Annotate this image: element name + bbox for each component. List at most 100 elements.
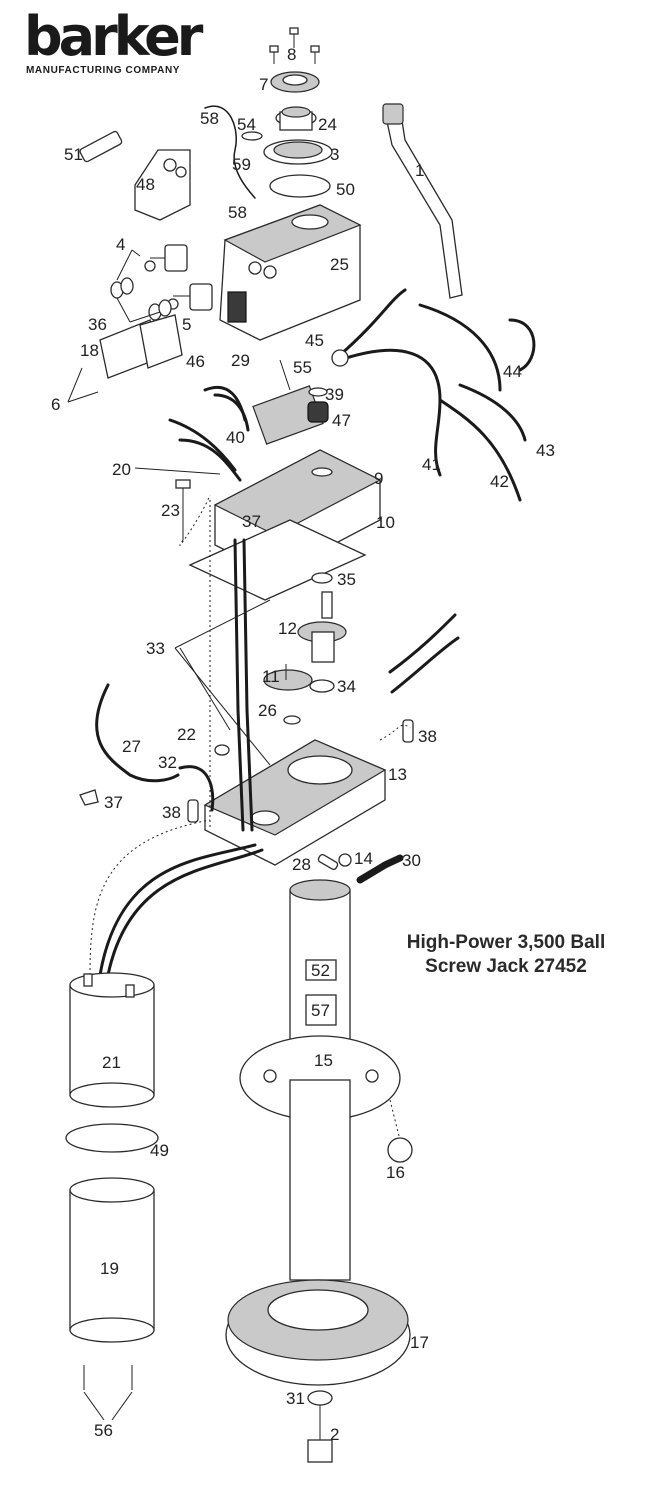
label-part-7: 7 bbox=[259, 75, 268, 94]
pin-28 bbox=[317, 853, 339, 871]
label-part-33: 33 bbox=[146, 639, 165, 658]
diagram-title-line2: Screw Jack 27452 bbox=[425, 956, 587, 977]
label-part-1: 1 bbox=[415, 161, 424, 180]
foot-plate-17 bbox=[225, 1279, 411, 1386]
label-part-40: 40 bbox=[226, 428, 245, 447]
motor-housing-25 bbox=[219, 204, 362, 341]
label-part-52: 52 bbox=[311, 961, 330, 980]
wire-42 bbox=[438, 398, 522, 502]
label-part-25: 25 bbox=[330, 255, 349, 274]
label-part-19: 19 bbox=[100, 1259, 119, 1278]
gasket-46 bbox=[139, 314, 183, 369]
bracket-48 bbox=[134, 149, 191, 221]
bolt-23 bbox=[175, 479, 191, 540]
o-ring-49 bbox=[65, 1123, 159, 1153]
label-part-11: 11 bbox=[262, 667, 280, 686]
label-part-41: 41 bbox=[422, 455, 441, 474]
label-part-48: 48 bbox=[136, 175, 155, 194]
guide-dotted-f bbox=[389, 1099, 401, 1141]
motor-lead-b bbox=[106, 848, 264, 977]
label-part-38a: 38 bbox=[418, 727, 437, 746]
terminal-55 bbox=[331, 349, 349, 367]
label-part-14: 14 bbox=[354, 849, 373, 868]
label-part-27: 27 bbox=[122, 737, 141, 756]
o-ring-50 bbox=[269, 174, 331, 198]
washer-39 bbox=[308, 387, 328, 397]
label-part-55: 55 bbox=[293, 358, 312, 377]
allen-wrench-30 bbox=[356, 854, 404, 884]
label-part-45: 45 bbox=[305, 331, 324, 350]
label-part-43: 43 bbox=[536, 441, 555, 460]
lock-washer-16 bbox=[387, 1137, 413, 1163]
crank-handle-1 bbox=[384, 107, 463, 299]
wire-20b bbox=[178, 438, 242, 482]
diagram-title: High-Power 3,500 Ball Screw Jack 27452 bbox=[396, 931, 616, 979]
knob-47 bbox=[307, 401, 329, 423]
label-part-10: 10 bbox=[376, 513, 395, 532]
label-part-17: 17 bbox=[410, 1333, 429, 1352]
label-part-58a: 58 bbox=[200, 109, 219, 128]
label-part-49: 49 bbox=[150, 1141, 169, 1160]
label-part-59: 59 bbox=[232, 155, 251, 174]
motor-lead-a bbox=[98, 843, 257, 977]
label-part-56: 56 bbox=[94, 1421, 113, 1440]
label-part-5: 5 bbox=[182, 315, 191, 334]
label-part-28: 28 bbox=[292, 855, 311, 874]
wire-44a bbox=[418, 303, 502, 392]
label-part-50: 50 bbox=[336, 180, 355, 199]
tag-51 bbox=[79, 130, 123, 163]
diagram-title-line1: High-Power 3,500 Ball bbox=[406, 932, 606, 953]
label-part-36: 36 bbox=[88, 315, 107, 334]
cable-27 bbox=[95, 683, 180, 783]
cap-screws bbox=[269, 27, 320, 64]
cap-ring bbox=[270, 71, 320, 93]
motor-can-19 bbox=[69, 1177, 155, 1343]
label-part-35: 35 bbox=[337, 570, 356, 589]
label-part-54: 54 bbox=[237, 115, 256, 134]
guide-dotted-b bbox=[179, 494, 211, 546]
label-part-42: 42 bbox=[490, 472, 509, 491]
collar-3 bbox=[263, 139, 333, 165]
leader-lines bbox=[67, 249, 291, 766]
gasket-10 bbox=[188, 519, 367, 601]
bushing-34 bbox=[309, 679, 335, 693]
label-part-39: 39 bbox=[325, 385, 344, 404]
label-part-57: 57 bbox=[311, 1001, 330, 1020]
label-52-box bbox=[305, 959, 337, 981]
label-part-2: 2 bbox=[330, 1425, 339, 1444]
wire-41 bbox=[338, 348, 442, 477]
label-part-44: 44 bbox=[503, 362, 522, 381]
wire-44b bbox=[508, 318, 536, 372]
label-part-4: 4 bbox=[116, 235, 125, 254]
label-57-box bbox=[305, 994, 337, 1026]
washer-31 bbox=[307, 1390, 333, 1406]
wire-45 bbox=[338, 288, 407, 357]
jack-tube-15 bbox=[239, 879, 401, 1281]
label-part-3: 3 bbox=[330, 145, 339, 164]
gear-12 bbox=[297, 591, 347, 663]
label-part-20: 20 bbox=[112, 460, 131, 479]
label-part-30: 30 bbox=[402, 851, 421, 870]
wire-20a bbox=[168, 418, 237, 472]
label-part-15: 15 bbox=[314, 1051, 333, 1070]
gear-11 bbox=[263, 664, 313, 691]
bearing-top bbox=[275, 106, 317, 131]
cable-main-a bbox=[233, 538, 245, 832]
wire-43 bbox=[458, 383, 527, 442]
part-labels: 8 7 58 54 24 51 59 3 1 48 50 58 4 25 36 … bbox=[51, 45, 555, 1444]
label-part-46: 46 bbox=[186, 352, 205, 371]
wire-59 bbox=[204, 105, 256, 199]
label-part-24: 24 bbox=[318, 115, 337, 134]
barker-logo: barker MANUFACTURING COMPANY bbox=[10, 6, 203, 77]
label-part-34: 34 bbox=[337, 677, 356, 696]
label-part-18: 18 bbox=[80, 341, 99, 360]
label-part-26: 26 bbox=[258, 701, 277, 720]
motor-21 bbox=[69, 972, 155, 1108]
label-part-8: 8 bbox=[287, 45, 296, 64]
label-part-22: 22 bbox=[177, 725, 196, 744]
label-part-47: 47 bbox=[332, 411, 351, 430]
cable-main-b bbox=[242, 538, 254, 832]
label-part-21: 21 bbox=[102, 1053, 121, 1072]
guide-dotted-d bbox=[89, 819, 211, 976]
